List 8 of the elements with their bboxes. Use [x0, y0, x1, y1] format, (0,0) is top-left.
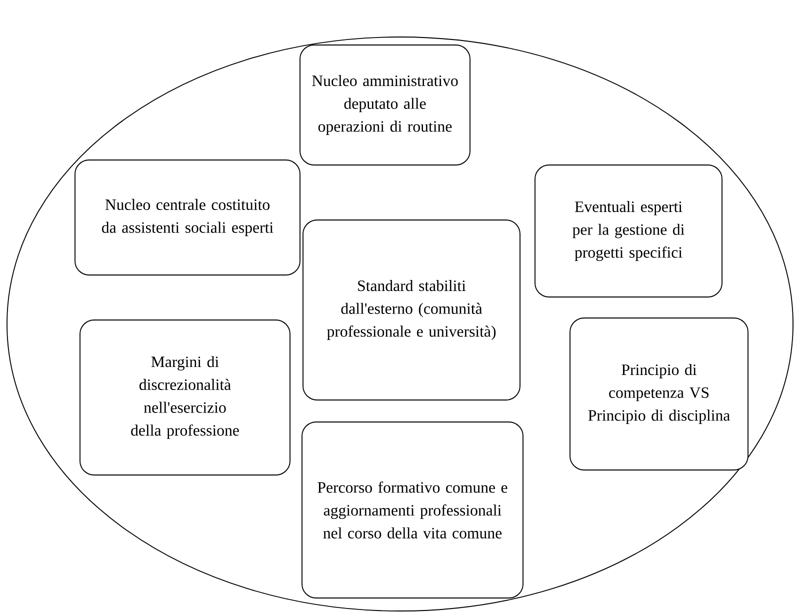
- text-box: Percorso formativo comune e aggiornamenti professionali nel corso della vita comune: [302, 422, 524, 598]
- text-box: Nucleo amministrativo deputato alle operazioni di routine: [300, 44, 470, 166]
- ellipse: [6, 36, 794, 612]
- text-box: Nucleo centrale costituito da assistenti sociali esperti: [74, 160, 300, 276]
- text-box: Margini di discrezionalità nell'esercizio della professione: [80, 320, 290, 476]
- text-box: Eventuali esperti per la gestione di progetti specifici: [534, 164, 722, 298]
- text-box: Standard stabiliti dall'esterno (comunità professionale e università): [302, 220, 520, 400]
- text-box: Principio di competenza VS Principio di disciplina: [570, 318, 748, 470]
